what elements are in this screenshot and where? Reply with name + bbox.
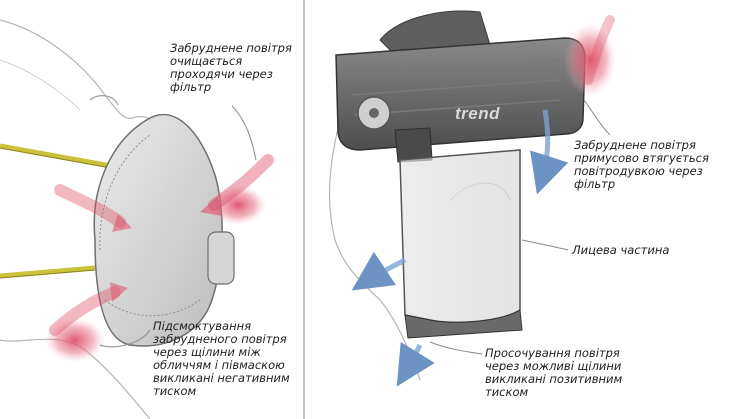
label-negative-pressure-leak: Підсмоктування забрудненого повітря чере… [153,320,290,398]
strap-upper-edge [0,148,122,170]
blower-knob-center [369,108,379,118]
pointer-top-right [584,100,610,135]
face-shading [0,60,80,110]
label-line: тиском [485,386,622,399]
label-face-part: Лицева частина [572,244,669,257]
label-line: Лицева частина [572,244,669,257]
label-filter-purified: Забруднене повітря очищається проходячи … [170,42,292,94]
pointer-bottom-right [430,342,482,354]
brand-logo: trend [455,104,500,124]
label-line: фільтр [170,81,292,94]
strap-upper [0,146,122,168]
label-line: тиском [153,385,290,398]
right-panel-art [330,11,616,380]
blue-arrow-side-leak [360,260,405,285]
label-positive-pressure-leak: Просочування повітря через можливі щілин… [485,347,622,399]
eye-line [90,96,118,105]
strap-lower [0,268,95,276]
pointer-top-left [232,106,256,160]
mask-valve [208,232,234,284]
label-blower-forced-air: Забруднене повітря примусово втягується … [574,139,709,191]
visor-bracket [395,128,432,162]
label-line: фільтр [574,178,709,191]
pointer-face-part [522,240,568,250]
face-visor [400,150,520,322]
